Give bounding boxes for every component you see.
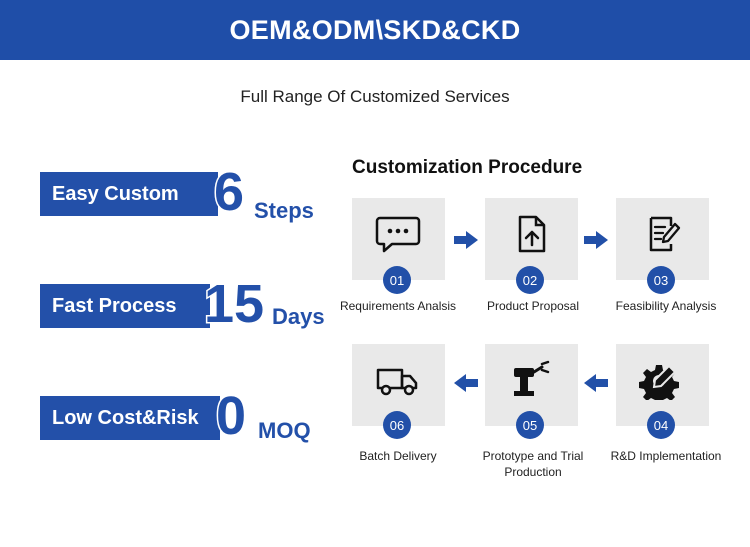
feature-label: Easy Custom	[40, 172, 218, 216]
step-badge: 04	[647, 411, 675, 439]
step-badge: 01	[383, 266, 411, 294]
feature-number: 0	[214, 385, 247, 448]
step-badge: 02	[516, 266, 544, 294]
header-banner: OEM&ODM\SKD&CKD	[0, 0, 750, 60]
step-label: Batch Delivery	[359, 449, 437, 463]
feature-number: 15	[202, 273, 265, 336]
arrow-right-icon	[584, 231, 608, 249]
step-label: Prototype and Trial Production	[482, 449, 584, 479]
arrow-left-icon	[584, 374, 608, 392]
step-badge: 05	[516, 411, 544, 439]
feature-number: 6	[212, 161, 245, 224]
edit-document-icon	[649, 216, 681, 252]
step-label: R&D Implementation	[610, 449, 722, 463]
feature-unit: MOQ	[258, 418, 311, 443]
chat-bubble-icon	[375, 216, 421, 253]
step-label: Feasibility Analysis	[615, 299, 717, 313]
arrow-right-icon	[454, 231, 478, 249]
procedure-title: Customization Procedure	[352, 157, 583, 178]
feature-unit: Days	[272, 304, 325, 329]
step-label: Requirements Analsis	[339, 299, 457, 313]
feature-label: Low Cost&Risk	[40, 396, 220, 440]
truck-icon	[376, 368, 418, 396]
step-05-box	[485, 344, 578, 426]
arrow-left-icon	[454, 374, 478, 392]
step-06-box	[352, 344, 445, 426]
feature-label: Fast Process	[40, 284, 210, 328]
step-badge: 03	[647, 266, 675, 294]
header-title: OEM&ODM\SKD&CKD	[229, 14, 521, 45]
gear-pencil-icon	[639, 364, 679, 400]
feature-unit: Steps	[254, 198, 314, 223]
step-label: Product Proposal	[486, 299, 580, 313]
robot-arm-icon	[514, 360, 550, 396]
step-badge: 06	[383, 411, 411, 439]
document-upload-icon	[518, 215, 546, 253]
subtitle: Full Range Of Customized Services	[240, 87, 510, 106]
